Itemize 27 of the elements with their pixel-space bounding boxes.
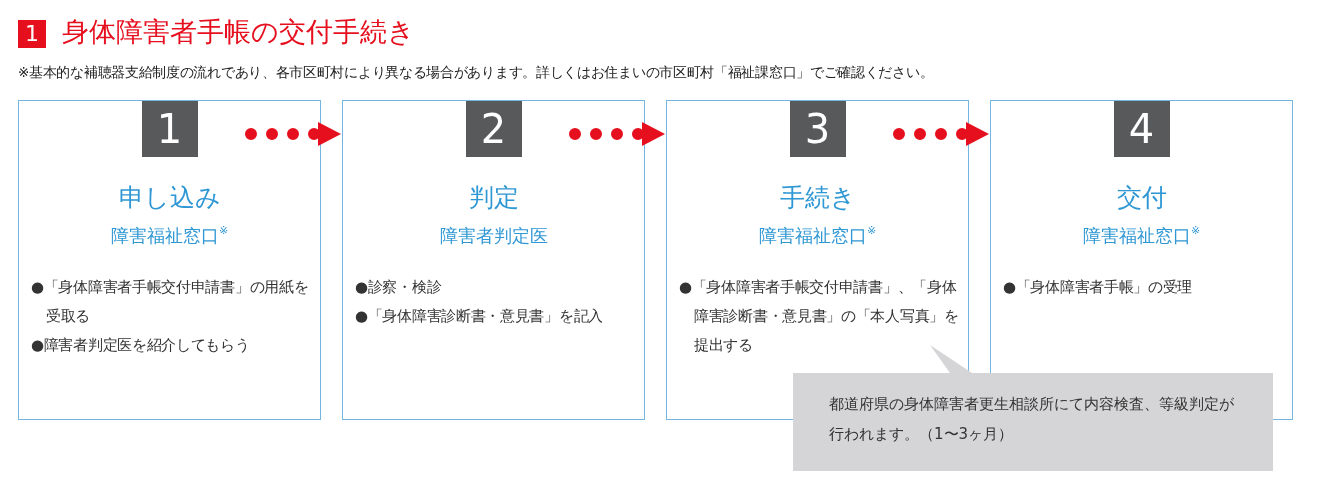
note-text: ※基本的な補聴器支給制度の流れであり、各市区町村により異なる場合があります。詳しくはお住まいの市区町村「福祉課窓口」でご確認ください。 <box>18 64 934 82</box>
step-subtitle: 障害福祉窓口$^{※}$ <box>109 224 230 248</box>
dotted-arrow <box>893 122 989 146</box>
step-number: 4 <box>1113 101 1170 157</box>
step-number: 2 <box>465 101 522 157</box>
step-box <box>342 100 645 420</box>
dotted-arrow <box>569 122 665 146</box>
step-title: 判定 <box>467 182 520 214</box>
dotted-arrow <box>245 122 341 146</box>
bullet-text: ●「身体障害者手帳」の受理 <box>1003 277 1194 298</box>
step-title: 手続き <box>778 182 857 214</box>
step-subtitle: 障害福祉窓口$^{※}$ <box>757 224 878 248</box>
step-number: 1 <box>141 101 198 157</box>
step-title: 交付 <box>1115 182 1168 214</box>
step-subtitle: 障害者判定医 <box>438 224 549 248</box>
heading: 身体障害者手帳の交付手続き <box>62 15 415 49</box>
bullet-text: ●「身体障害診断書・意見書」を記入 <box>355 306 604 327</box>
bullet-text: ●「身体障害者手帳交付申請書」の用紙を受取る <box>31 277 310 327</box>
bullet-text: ●診察・検診 <box>355 277 443 298</box>
step-number: 3 <box>789 101 846 157</box>
bullet-text: ●「身体障害者手帳交付申請書」、「身体障害診断書・意見書」の「本人写真」を提出する <box>679 277 960 356</box>
step-box <box>18 100 321 420</box>
section-number: 1 <box>18 20 46 48</box>
step-subtitle: 障害福祉窓口$^{※}$ <box>1081 224 1202 248</box>
callout-text: 都道府県の身体障害者更生相談所にて内容検査、等級判定が行われます。（1〜3ヶ月） <box>829 394 1234 445</box>
bullet-text: ●障害者判定医を紹介してもらう <box>31 335 251 356</box>
step-title: 申し込み <box>117 182 222 214</box>
